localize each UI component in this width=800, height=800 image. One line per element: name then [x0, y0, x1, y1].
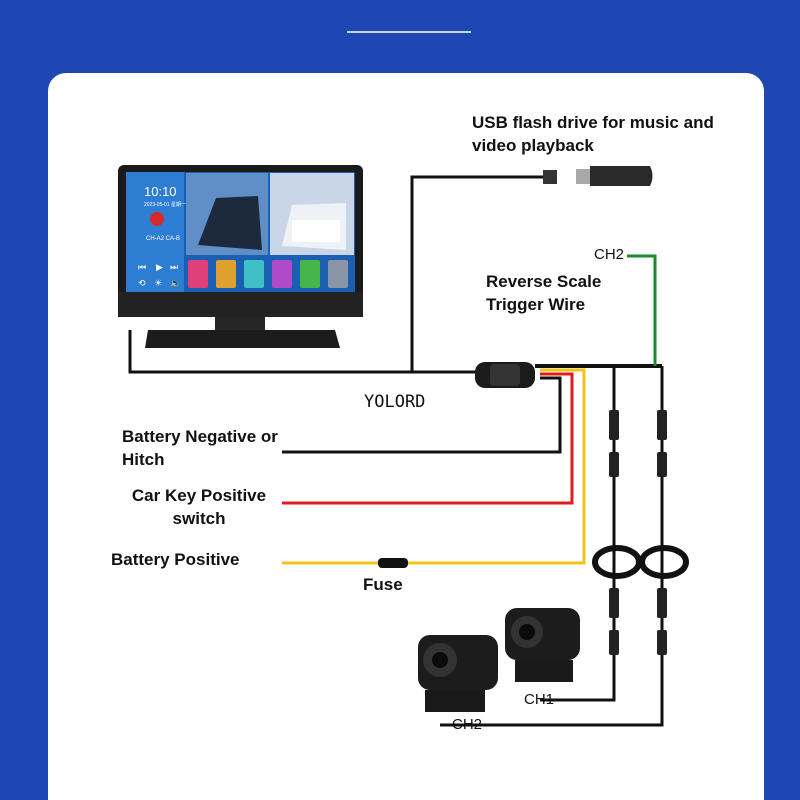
- reverse-trigger-text: Reverse Scale Trigger Wire: [486, 272, 602, 314]
- battery-negative-text: Battery Negative or Hitch: [122, 427, 278, 469]
- screen-radio-freq: CH-A2 CA-B: [146, 236, 180, 242]
- reverse-trigger-wire: [627, 254, 657, 366]
- ch2-cable: [440, 366, 664, 727]
- volume-icon: 🔈: [170, 279, 181, 289]
- ch1-cable: [540, 366, 616, 702]
- battery-negative-label: Battery Negative or Hitch: [122, 425, 292, 471]
- next-icon: ⏭: [170, 263, 178, 273]
- camera-ch1: [505, 608, 580, 682]
- battery-positive-label: Battery Positive: [111, 550, 240, 569]
- camera-ch2: [418, 635, 498, 712]
- top-divider: [347, 31, 471, 33]
- ch1-label: CH1: [524, 691, 555, 708]
- battery-negative-wire: [282, 376, 562, 454]
- usb-connector: [543, 170, 557, 184]
- aviation-connectors: [609, 410, 667, 655]
- screen-time: 10:10: [144, 184, 177, 199]
- repeat-icon: ⟲: [138, 279, 146, 289]
- car-key-wire: [282, 372, 574, 505]
- fuse: [378, 558, 408, 568]
- fuse-label: Fuse: [363, 575, 403, 594]
- radio-icon: [150, 212, 164, 226]
- usb-flash-drive: [576, 166, 653, 186]
- car-key-text: Car Key Positive switch: [131, 486, 267, 528]
- usb-label-text: USB flash drive for music and video play…: [472, 113, 714, 155]
- usb-label: USB flash drive for music and video play…: [472, 111, 732, 157]
- monitor: [118, 165, 363, 348]
- brand-label: YOLORD: [364, 392, 426, 412]
- monitor-cable: [128, 330, 478, 374]
- media-controls: ⏮ ▶ ⏭ ⟲ ☀ 🔈: [138, 263, 181, 289]
- car-key-label: Car Key Positive switch: [124, 484, 274, 530]
- ch2-bottom-label: CH2: [452, 716, 483, 733]
- brightness-icon: ☀: [154, 279, 162, 289]
- screen-date: 2023-05-01 星期一: [144, 202, 186, 208]
- battery-positive-wire: [282, 368, 586, 565]
- usb-cable: [410, 175, 545, 372]
- monitor-stand: [145, 330, 340, 348]
- play-icon: ▶: [156, 263, 163, 273]
- ch2-top-label: CH2: [594, 246, 625, 263]
- prev-icon: ⏮: [138, 263, 146, 273]
- reverse-trigger-label: Reverse Scale Trigger Wire: [486, 270, 636, 316]
- cable-coils: [592, 545, 689, 579]
